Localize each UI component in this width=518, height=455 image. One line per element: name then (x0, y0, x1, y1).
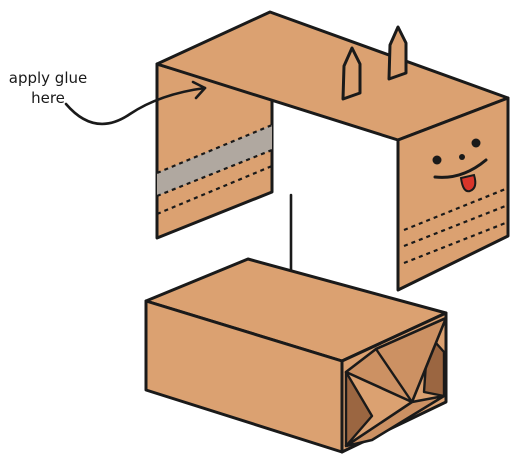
end-fold-crease (374, 347, 414, 404)
pointed-ears-icon (341, 25, 408, 101)
glue-callout-line-2: here (31, 89, 65, 107)
glue-callout-line-1: apply glue (8, 69, 88, 87)
glue-callout-label: apply glue here (2, 68, 94, 108)
glue-strip (157, 125, 272, 196)
wrapped-box (144, 257, 448, 454)
end-fold-top-flap (344, 316, 448, 404)
end-fold-shadow-left (344, 370, 374, 448)
head-piece (155, 10, 510, 292)
glue-callout-arrow (64, 80, 207, 126)
front-face-fold-lines (403, 186, 509, 265)
end-fold-bottom-flap (344, 394, 446, 448)
smiley-face-with-tongue-icon (432, 138, 488, 193)
head-front-face (396, 96, 510, 292)
